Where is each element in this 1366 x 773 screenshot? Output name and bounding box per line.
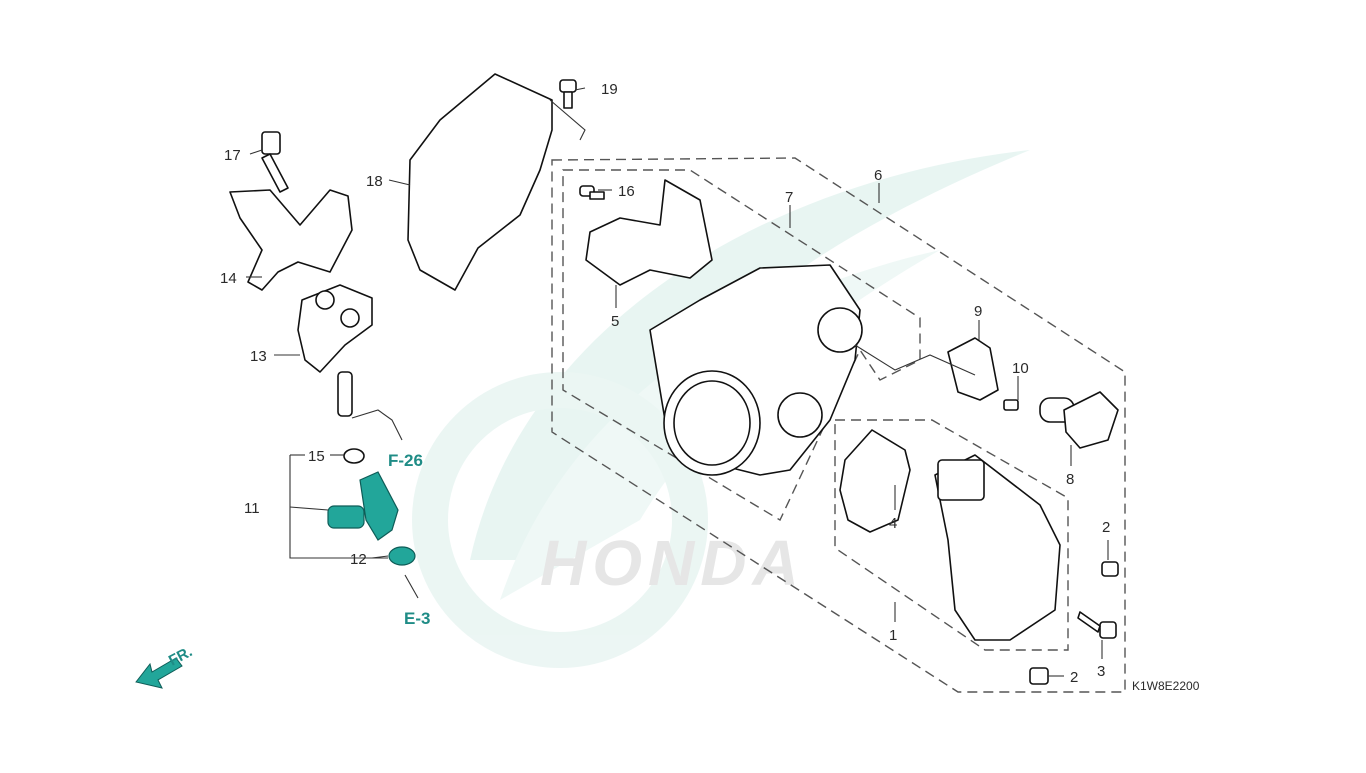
part-11-injector — [327, 471, 399, 541]
assembly-7-boundary — [562, 169, 921, 521]
part-2-screw-upper — [1101, 561, 1119, 577]
callout-17: 17 — [224, 147, 241, 164]
callout-7: 7 — [785, 189, 793, 206]
part-19-screw — [559, 79, 577, 109]
part-9-bracket — [947, 337, 999, 401]
part-1-sensor-unit — [934, 454, 1061, 641]
part-5-bracket — [585, 179, 713, 286]
front-direction-indicator: FR. — [135, 643, 195, 689]
callout-2-upper: 2 — [1102, 519, 1110, 536]
callout-19: 19 — [601, 81, 618, 98]
callout-13: 13 — [250, 348, 267, 365]
callout-12: 12 — [350, 551, 367, 568]
part-18-cover — [407, 73, 553, 291]
callout-6: 6 — [874, 167, 882, 184]
honda-watermark-text: HONDA — [540, 527, 805, 599]
part-7-throttle-body — [649, 264, 863, 476]
reference-e-3[interactable]: E-3 — [404, 609, 430, 628]
callout-3: 3 — [1097, 663, 1105, 680]
callout-8: 8 — [1066, 471, 1074, 488]
callout-14: 14 — [220, 270, 237, 287]
part-4-gasket — [839, 429, 911, 533]
callout-4: 4 — [889, 515, 897, 532]
callout-10: 10 — [1012, 360, 1029, 377]
part-17-bolt — [261, 131, 289, 193]
part-8-sensor — [1039, 391, 1119, 449]
assembly-6-boundary — [551, 157, 1126, 693]
callout-5: 5 — [611, 313, 619, 330]
part-10-screw — [1003, 399, 1019, 411]
callout-16: 16 — [618, 183, 635, 200]
callout-1: 1 — [889, 627, 897, 644]
assembly-1-boundary — [834, 419, 1069, 651]
callout-15: 15 — [308, 448, 325, 465]
part-15-o-ring — [343, 448, 365, 464]
callout-9: 9 — [974, 303, 982, 320]
part-16-screw — [579, 185, 605, 200]
part-2-screw-lower — [1029, 667, 1049, 685]
callout-2-lower: 2 — [1070, 669, 1078, 686]
part-3-screw — [1077, 611, 1117, 639]
part-12-seal-ring — [388, 546, 416, 566]
callout-11: 11 — [244, 500, 260, 517]
part-13-injector-joint — [297, 284, 373, 417]
callout-18: 18 — [366, 173, 383, 190]
leader-lines — [246, 87, 1109, 677]
part-14-bracket — [229, 189, 353, 291]
diagram-code: K1W8E2200 — [1132, 679, 1200, 693]
reference-f-26[interactable]: F-26 — [388, 451, 423, 470]
